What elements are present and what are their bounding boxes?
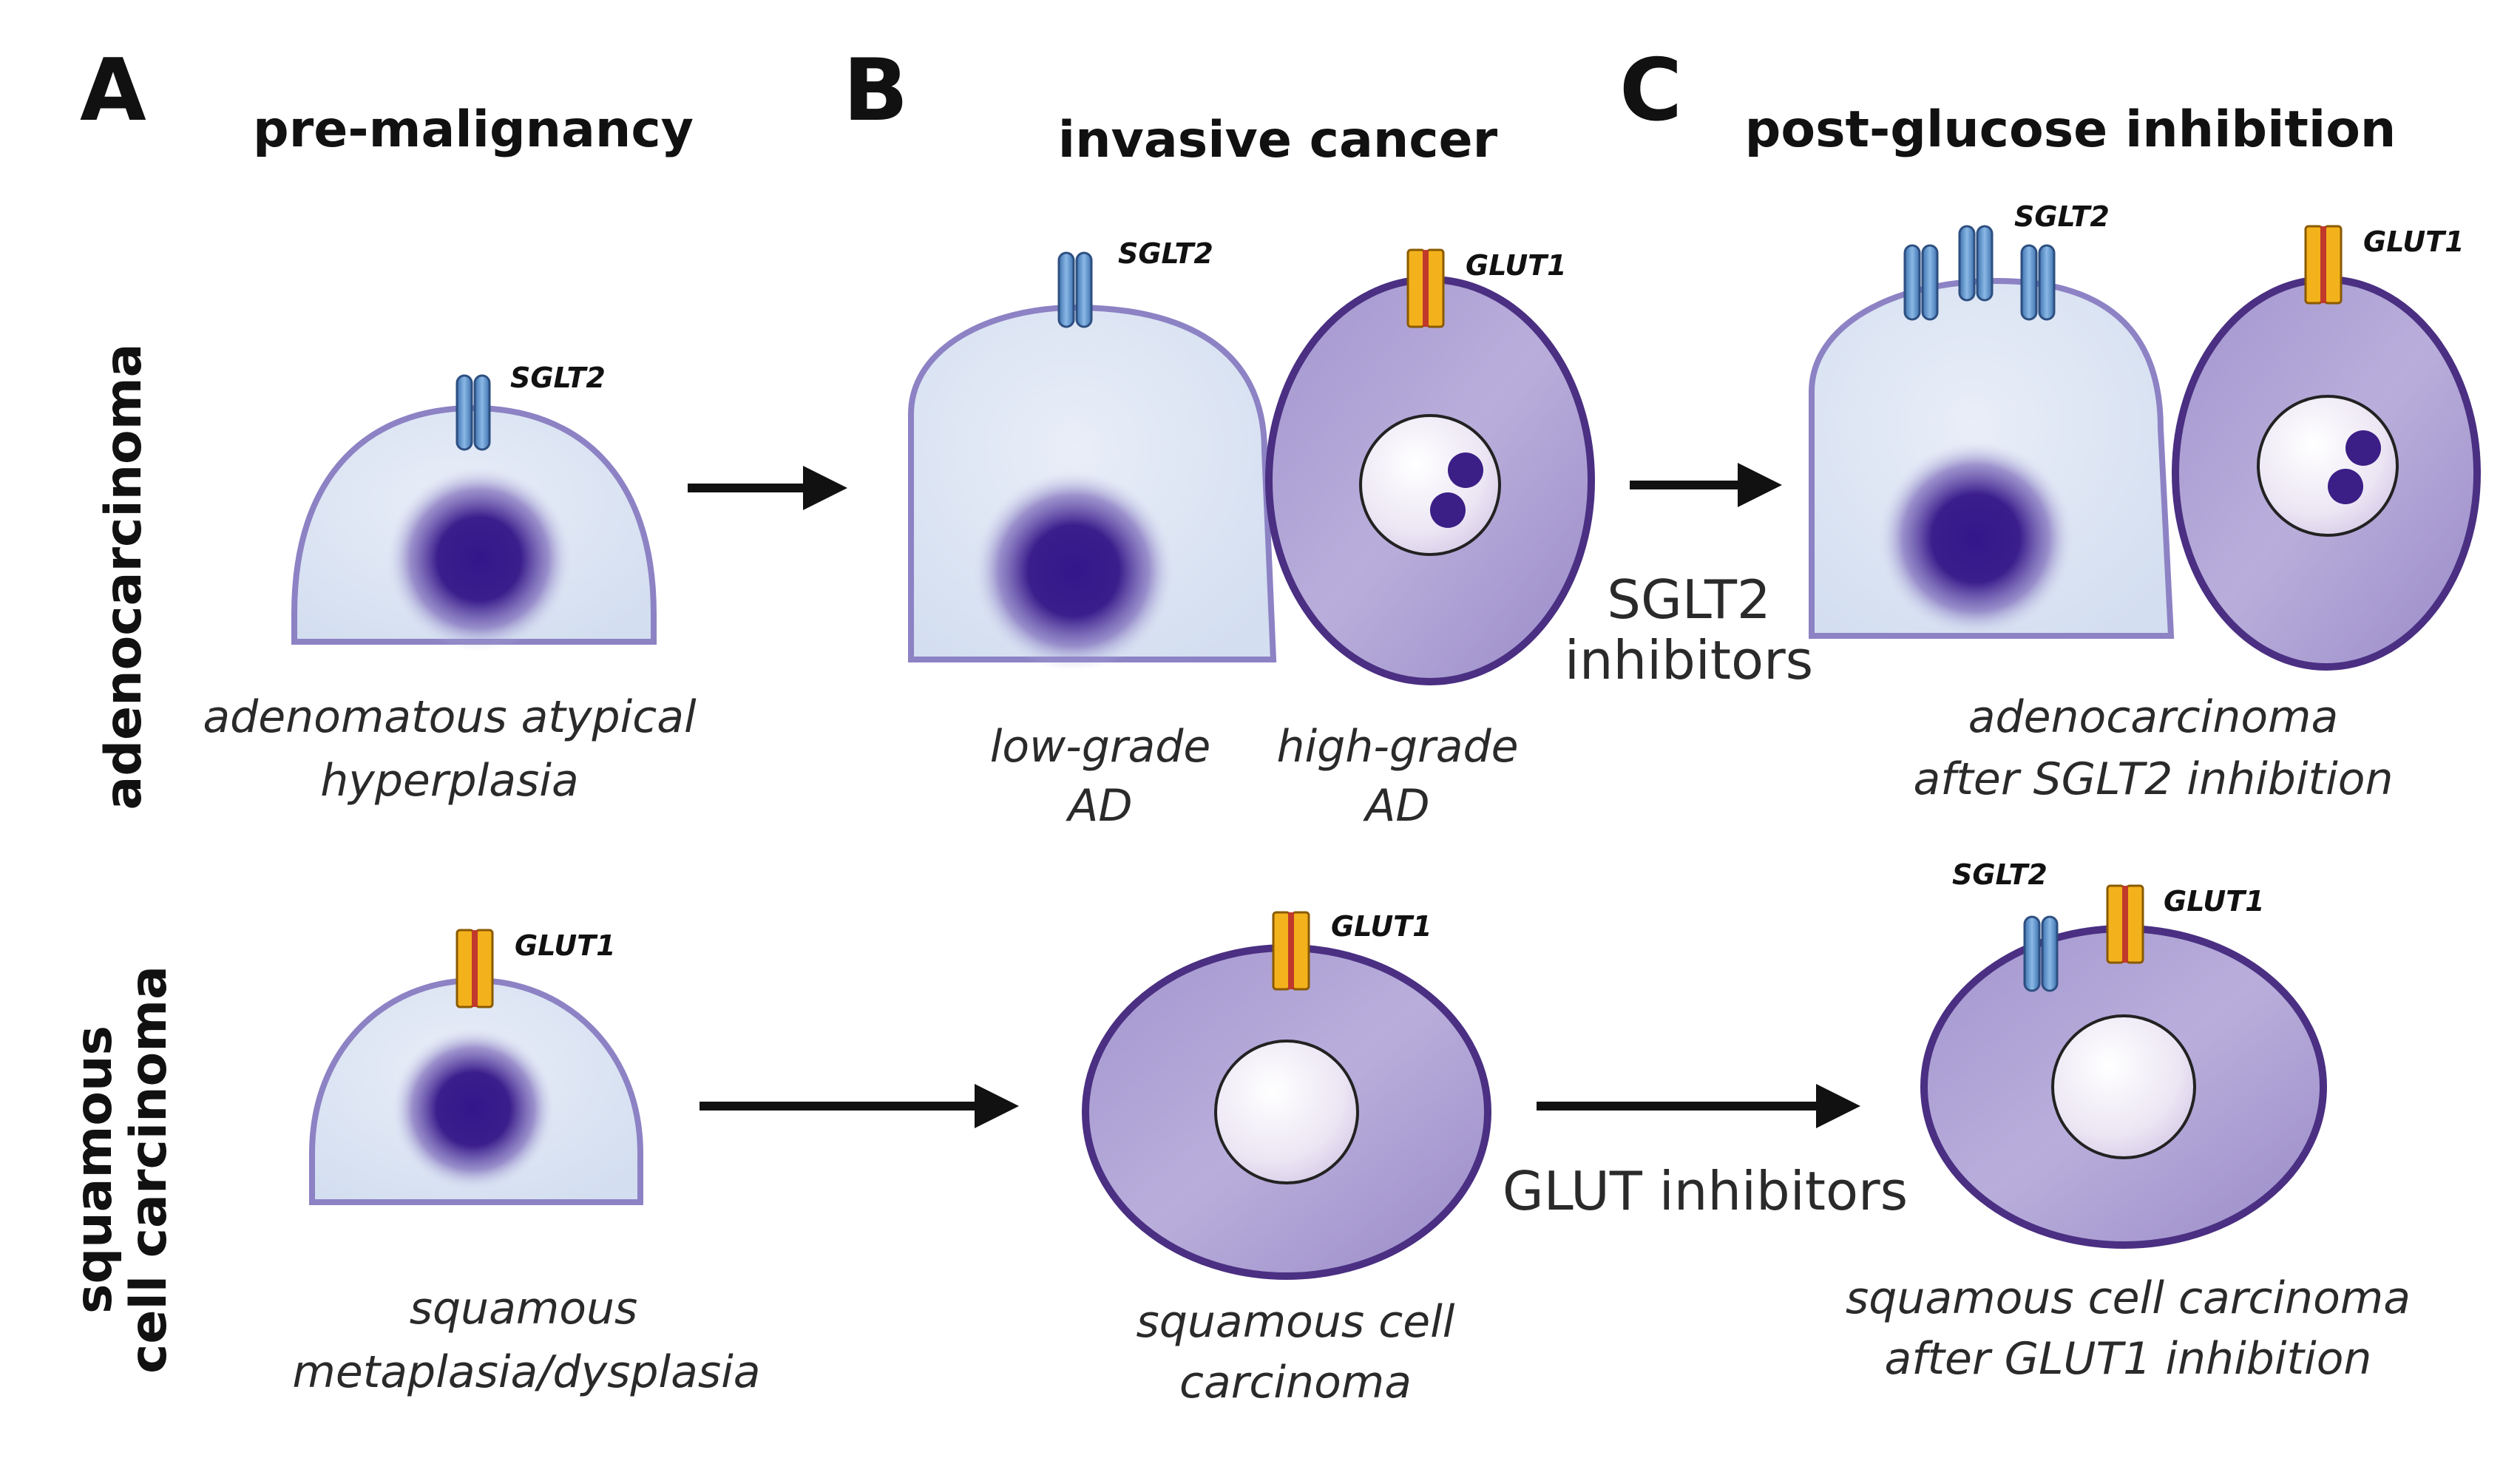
sglt2-transporter-scc-after: [2023, 915, 2059, 992]
label-glut1-metaplasia: GLUT1: [515, 929, 616, 962]
panel-letter-a: A: [80, 41, 146, 140]
label-glut1-highgrade: GLUT1: [1466, 249, 1567, 282]
glut1-icon: [455, 929, 475, 1008]
glut1-icon: [475, 929, 494, 1008]
panel-letter-b: B: [843, 41, 908, 140]
panel-a-title: pre-malignancy: [253, 101, 694, 159]
glut1-transporter-highgrade: [1406, 248, 1445, 328]
caption-scc-after-line1: squamous cell carcinoma: [1846, 1272, 2411, 1324]
sglt2-transporter-aah: [455, 374, 491, 451]
sglt2-icon: [2020, 244, 2038, 321]
cell-nucleus: [1359, 414, 1501, 556]
nucleolus: [2345, 430, 2381, 466]
glut1-icon: [1406, 248, 1426, 328]
sglt2-icon: [1903, 244, 1921, 321]
label-glut1-after-adeno: GLUT1: [2363, 226, 2465, 258]
caption-highgrade-line2: AD: [1362, 780, 1429, 832]
sglt2-icon: [455, 374, 473, 451]
sglt2-transporter-after-1: [1903, 244, 1939, 321]
sglt2-transporter-after-3: [2020, 244, 2056, 321]
caption-adeno-after-line2: after SGLT2 inhibition: [1914, 753, 2394, 805]
row-label-squamous: squamous cell carcinoma: [65, 966, 178, 1374]
nucleolus: [1430, 492, 1466, 528]
glut1-core: [1423, 250, 1429, 327]
cell-nucleus: [2257, 395, 2399, 537]
caption-aah-line1: adenomatous atypical: [203, 691, 697, 743]
sglt2-transporter-after-2: [1958, 225, 1994, 302]
glut1-icon: [2125, 884, 2144, 964]
arrow-label-sglt2-line1: SGLT2: [1607, 569, 1770, 631]
glut1-icon: [2106, 884, 2125, 964]
cell-nucleus: [2051, 1014, 2196, 1159]
caption-aah-line2: hyperplasia: [320, 755, 578, 807]
row-label-squamous-line1: squamous: [65, 1025, 123, 1314]
cell-nucleus: [1214, 1040, 1359, 1184]
glut1-core: [472, 930, 478, 1007]
arrow-label-sglt2-line2: inhibitors: [1565, 629, 1813, 691]
label-sglt2-after: SGLT2: [2014, 200, 2110, 233]
caption-lowgrade-line1: low-grade: [990, 721, 1211, 773]
sglt2-icon: [2041, 915, 2059, 992]
sglt2-icon: [1075, 251, 1093, 328]
glut1-core: [1288, 912, 1294, 989]
glut1-icon: [1272, 911, 1291, 991]
cell-nucleus: [973, 470, 1174, 671]
sglt2-icon: [473, 374, 491, 451]
cell-nucleus: [392, 1028, 555, 1190]
label-sglt2-aah: SGLT2: [510, 362, 606, 394]
cell-squamous-metaplasia: [309, 977, 643, 1205]
sglt2-icon: [2038, 244, 2056, 321]
glut1-core: [2122, 886, 2128, 963]
cell-scc: [1082, 944, 1491, 1280]
sglt2-icon: [1921, 244, 1939, 321]
row-label-adeno-text: adenocarcinoma: [95, 343, 153, 810]
cell-adeno-after-sglt2: [1809, 277, 2175, 639]
sglt2-icon: [1976, 225, 1994, 302]
glut1-core: [2320, 226, 2326, 303]
caption-adeno-after-line1: adenocarcinoma: [1968, 691, 2339, 743]
caption-highgrade-line1: high-grade: [1277, 721, 1519, 773]
glut1-transporter-scc-after: [2106, 884, 2144, 964]
panel-letter-c: C: [1619, 41, 1682, 140]
label-glut1-scc-after: GLUT1: [2164, 885, 2265, 918]
sglt2-icon: [1958, 225, 1976, 302]
glut1-transporter-metaplasia: [455, 929, 494, 1008]
glut1-icon: [1426, 248, 1445, 328]
caption-squamous-meta-line2: metaplasia/dysplasia: [292, 1346, 760, 1398]
cell-adeno-after-glut1: [2172, 276, 2481, 671]
panel-c-title: post-glucose inhibition: [1745, 101, 2397, 159]
cell-low-grade-ad: [908, 304, 1277, 671]
nucleolus: [1448, 452, 1483, 488]
panel-b-title: invasive cancer: [1058, 111, 1498, 169]
caption-scc-after-line2: after GLUT1 inhibition: [1885, 1333, 2372, 1385]
cell-high-grade-ad: [1265, 276, 1595, 685]
glut1-icon: [1291, 911, 1310, 991]
caption-scc-line1: squamous cell: [1137, 1296, 1455, 1348]
sglt2-icon: [2023, 915, 2041, 992]
glut1-transporter-after-adeno: [2304, 225, 2343, 305]
row-label-squamous-line2: cell carcinoma: [120, 966, 178, 1374]
cell-scc-after-glut1: [1920, 925, 2327, 1249]
label-glut1-scc: GLUT1: [1331, 910, 1432, 943]
caption-squamous-meta-line1: squamous: [410, 1283, 638, 1335]
caption-lowgrade-line2: AD: [1065, 780, 1132, 832]
label-sglt2-lowgrade: SGLT2: [1118, 237, 1213, 270]
cell-aah: [291, 404, 657, 651]
row-label-adenocarcinoma: adenocarcinoma: [95, 343, 153, 810]
cell-nucleus: [1878, 441, 2073, 636]
label-sglt2-scc-after: SGLT2: [1952, 858, 2048, 891]
arrow-label-glut: GLUT inhibitors: [1503, 1160, 1908, 1222]
glut1-icon: [2323, 225, 2343, 305]
cell-nucleus: [387, 467, 572, 651]
glut1-transporter-scc: [1272, 911, 1310, 991]
caption-scc-line2: carcinoma: [1179, 1357, 1412, 1408]
sglt2-transporter-lowgrade: [1057, 251, 1093, 328]
sglt2-icon: [1057, 251, 1075, 328]
nucleolus: [2328, 469, 2363, 504]
glut1-icon: [2304, 225, 2323, 305]
